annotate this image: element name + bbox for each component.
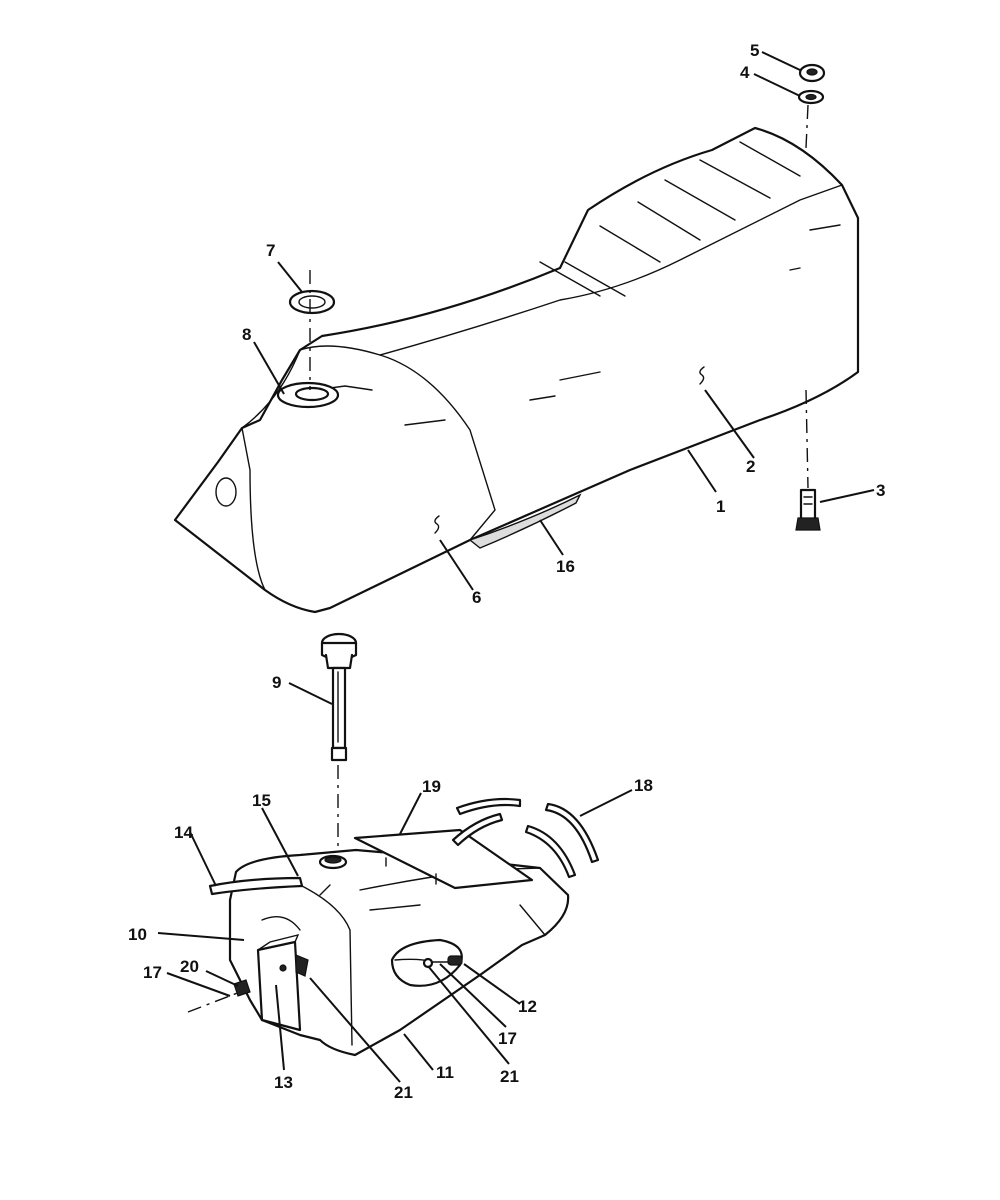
callout-15: 15: [252, 791, 271, 810]
callout-17-right: 17: [498, 1029, 517, 1048]
leader-lines: [157, 51, 875, 1083]
nut-part-5: [798, 63, 826, 83]
callout-7: 7: [266, 241, 275, 260]
grommet-part-7: [288, 289, 336, 315]
fitting-part-20: [233, 979, 251, 997]
callout-17-left: 17: [143, 963, 162, 982]
callout-14: 14: [174, 823, 193, 842]
callout-4: 4: [740, 63, 750, 82]
fuel-gauge-part-13: [256, 940, 302, 1032]
callout-13: 13: [274, 1073, 293, 1092]
callout-21-left: 21: [394, 1083, 413, 1102]
callout-9: 9: [272, 673, 281, 692]
fuel-tank-part-11: [187, 848, 570, 1057]
callout-10: 10: [128, 925, 147, 944]
bolt-part-3: [795, 488, 821, 531]
seat-front-edge: [241, 349, 301, 429]
callout-19: 19: [422, 777, 441, 796]
callout-18: 18: [634, 776, 653, 795]
callout-21-right: 21: [500, 1067, 519, 1086]
callout-16: 16: [556, 557, 575, 576]
hose-set-part-18: [451, 797, 600, 879]
fuel-cap-gauge-part-9: [320, 632, 358, 762]
callout-5: 5: [750, 41, 759, 60]
washer-part-4: [797, 89, 825, 105]
callout-3: 3: [876, 481, 885, 500]
seat-label-mark-2: [699, 366, 705, 385]
callout-12: 12: [518, 997, 537, 1016]
grommet-part-8: [276, 381, 340, 409]
seat-assembly: [173, 126, 860, 614]
decal-part-19: [353, 828, 534, 890]
seat-side-hole: [215, 477, 237, 507]
callout-1: 1: [716, 497, 725, 516]
seat-top-crease: [379, 184, 843, 356]
seat-hook-strip: [468, 493, 582, 549]
seat-side-crease: [379, 354, 496, 541]
callout-2: 2: [746, 457, 755, 476]
seat-label-mark-6: [434, 515, 440, 534]
callout-8: 8: [242, 325, 251, 344]
strap-part-14: [208, 876, 304, 896]
seat-body: [173, 126, 860, 614]
callout-11: 11: [436, 1063, 454, 1082]
callout-6: 6: [472, 588, 481, 607]
callout-20: 20: [180, 957, 199, 976]
